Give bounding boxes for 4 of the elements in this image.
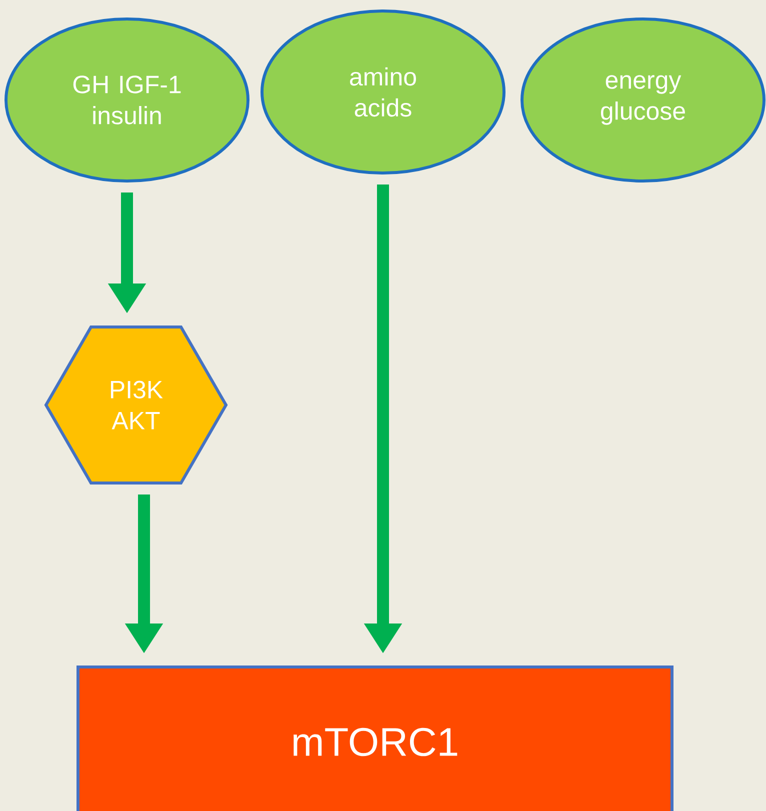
ellipse-node: energy glucose: [520, 18, 766, 182]
ellipse-node: GH IGF-1 insulin: [4, 18, 250, 182]
process-box: mTORC1: [76, 666, 674, 811]
ellipse-node: amino acids: [260, 10, 506, 174]
